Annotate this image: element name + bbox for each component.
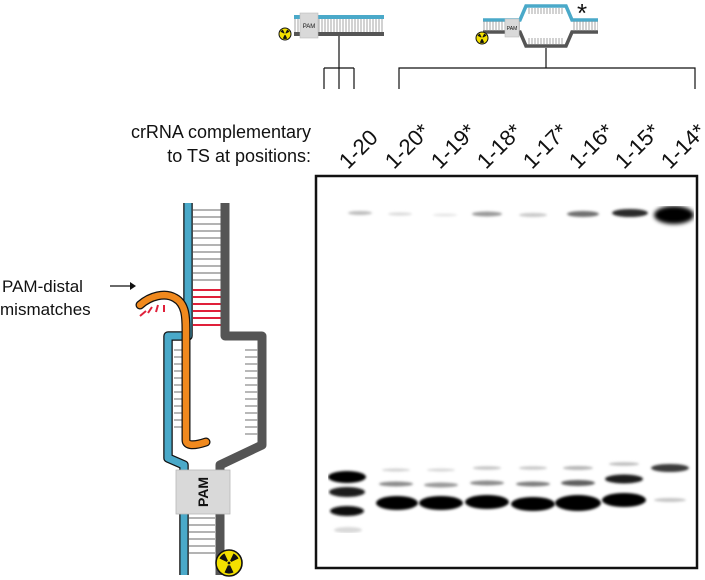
lane-label: 1-20* (380, 118, 435, 173)
lane-label: 1-17* (518, 118, 573, 173)
substrate-bubble: PAM * (475, 0, 598, 68)
crRNA (136, 291, 210, 448)
arrow-head-icon (130, 282, 136, 290)
rloop-diagram: PAM (135, 203, 267, 577)
radiolabel-icon (215, 549, 243, 577)
pam-label: PAM (507, 26, 517, 32)
lane-label: 1-20 (334, 125, 383, 174)
lane-label: 1-16* (564, 118, 619, 173)
lane-label: 1-19* (426, 118, 481, 173)
pam-box (299, 12, 319, 39)
radiolabel-icon (278, 27, 292, 41)
lane-label: 1-15* (610, 118, 665, 173)
positions-label-line2: to TS at positions: (167, 146, 311, 166)
pam-box (175, 469, 231, 515)
lane-brackets (323, 67, 696, 89)
pam-label: PAM (195, 477, 211, 507)
pam-box (504, 18, 520, 38)
callout-line2: mismatches (0, 300, 91, 319)
callout-line1: PAM-distal (2, 277, 83, 296)
mismatch-callout: PAM-distal mismatches (0, 277, 136, 319)
substrate-duplex: PAM (278, 12, 384, 68)
positions-label-line1: crRNA complementary (131, 122, 311, 142)
radiolabel-icon (475, 31, 489, 45)
lane-label: 1-18* (472, 118, 527, 173)
mismatch-rungs (193, 289, 222, 326)
bubble-asterisk: * (577, 0, 587, 28)
lane-labels: 1-20 1-20* 1-19* 1-18* 1-17* 1-16* 1-15*… (334, 118, 705, 173)
mismatch-ticks (139, 304, 165, 317)
gel-image (314, 174, 699, 570)
pam-label: PAM (303, 24, 316, 30)
lane-label: 1-14* (656, 118, 705, 173)
